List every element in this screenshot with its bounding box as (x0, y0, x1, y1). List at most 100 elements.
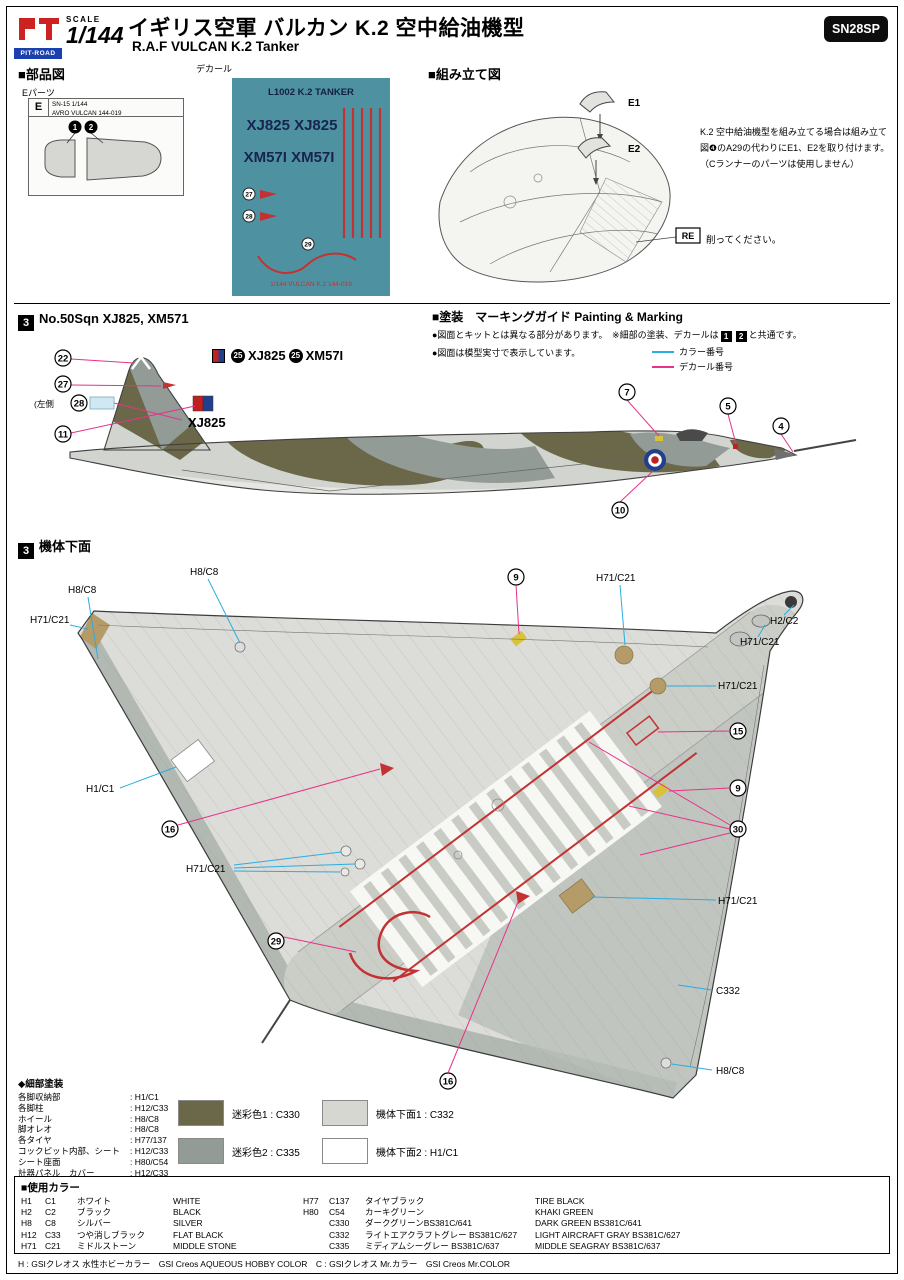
parts-heading: ■部品図 (18, 67, 65, 82)
marking-section-number: 3 (18, 315, 34, 331)
jet-pipe-1 (729, 631, 751, 647)
callout-9b: 9 (735, 784, 740, 795)
scale-block: SCALE 1/144 (66, 15, 124, 47)
painting-heading: ■塗装 マーキングガイド Painting & Marking (432, 310, 683, 324)
painting-note-2: ●図面は模型実寸で表示しています。 (432, 348, 581, 358)
label-h2c2: H2/C2 (770, 616, 799, 627)
callout-22: 22 (58, 354, 69, 365)
serial-label-b: XM57I (305, 348, 344, 363)
part-callout-2: 2 (89, 123, 94, 132)
tan-detail-1 (614, 645, 634, 665)
sprue-parts-drawing: 1 2 (44, 120, 162, 181)
underside-labels: H8/C8 H8/C8 H71/C21 9 H71/C21 H2/C2 H71/… (30, 567, 799, 1090)
red-triangle-marking-2 (516, 891, 530, 904)
label-h71c21-e: H71/C21 (718, 896, 758, 907)
left-side-label: (左側 (34, 399, 54, 409)
section-divider (14, 303, 890, 304)
assembly-drawing: E1 E2 RE (438, 91, 701, 283)
detail-paint-row: ホイール: H8/C8 (18, 1113, 159, 1124)
red-stencil-box (625, 715, 660, 747)
label-h71c21-a: H71/C21 (30, 615, 70, 626)
detail-paint-row: 各脚収納部: H1/C1 (18, 1092, 159, 1102)
detail-paint-row: 脚オレオ: H8/C8 (18, 1124, 159, 1135)
common-decal-badge-2: 2 (735, 331, 747, 342)
decal-sheet-title: L1002 K.2 TANKER (268, 87, 354, 98)
part-callout-1: 1 (73, 123, 78, 132)
walkway-stripe-band (338, 685, 698, 988)
part-label-e2: E2 (628, 144, 641, 155)
camo-legend-item-3: 迷彩色2 : C335 (178, 1138, 300, 1164)
underside-section-number: 3 (18, 543, 34, 559)
camo-legend-item-4: 機体下面2 : H1/C1 (322, 1138, 458, 1164)
yellow-marking-1 (510, 630, 527, 647)
tan-wingtip (80, 613, 110, 649)
nose-radome (774, 448, 796, 460)
detail-paint-row: シート座面: H80/C54 (18, 1156, 169, 1167)
part-e1-drawing (579, 91, 616, 113)
label-h8c8-c: H8/C8 (716, 1066, 745, 1077)
detail-paint-row: 各脚柱: H12/C33 (18, 1102, 169, 1113)
part-e2-drawing (577, 137, 612, 159)
detail-paint-heading: ◆細部塗装 (18, 1079, 64, 1090)
label-h1c1: H1/C1 (86, 784, 115, 795)
callout-11: 11 (58, 430, 69, 441)
decal-sheet-footer: 1/144 VULCAN K.2 144-019 (270, 281, 352, 288)
spine-yellow-marking (655, 436, 663, 441)
tan-detail-3 (558, 878, 596, 914)
page-title-en: R.A.F VULCAN K.2 Tanker (132, 39, 300, 54)
delta-wing-outline (77, 590, 804, 1099)
color-table-heading: ■使用カラー (21, 1182, 80, 1194)
decal-sample-icon (212, 348, 225, 363)
decal-red-arrow-1 (260, 190, 277, 199)
camo-legend-item-2: 機体下面1 : C332 (322, 1100, 454, 1126)
assembly-heading: ■組み立て図 (428, 67, 501, 82)
swatch-c332 (322, 1100, 368, 1126)
label-h8c8-a: H8/C8 (190, 567, 219, 578)
part-nose-half-2 (86, 137, 162, 181)
decal-serial-a: XJ825 XJ825 (247, 117, 338, 134)
fin-red-arrow-decal (163, 382, 176, 389)
callout-10: 10 (615, 506, 626, 517)
detail-paint-row: 計器パネル カバー: H12/C33 (18, 1167, 169, 1178)
page-title-jp: イギリス空軍 バルカン K.2 空中給油機型 (128, 17, 525, 40)
detail-paint-row: コックピット内部、シート: H12/C33 (18, 1145, 169, 1156)
underside-plan-drawing: H8/C8 H8/C8 H71/C21 9 H71/C21 H2/C2 H71/… (30, 567, 804, 1099)
decal-sheet: L1002 K.2 TANKER XJ825 XJ825 XM57I XM57I… (232, 78, 390, 296)
label-h71c21-f: H71/C21 (186, 864, 226, 875)
scale-value: 1/144 (66, 22, 124, 48)
callout-5: 5 (725, 402, 731, 413)
side-view-callouts: 22 27 (左側 28 11 7 5 4 10 (34, 349, 794, 519)
decal-callout-27: 27 (245, 192, 253, 199)
sprue-code: SN-15 1/144 (52, 101, 88, 108)
light-blue-swatch (89, 396, 115, 410)
color-table-footnote: H : GSIクレオス 水性ホビーカラー GSI Creos AQUEOUS H… (18, 1259, 510, 1269)
brand-name: PIT-ROAD (14, 48, 62, 59)
decal-red-stripes (342, 108, 382, 238)
callout-4: 4 (778, 422, 784, 433)
serial-label-a: XJ825 (248, 348, 286, 363)
decal-callout-29: 29 (304, 242, 312, 249)
decal-serial-b: XM57I XM57I (244, 149, 335, 166)
nose-probe (261, 999, 291, 1044)
red-hose-marking (348, 911, 431, 980)
tan-detail-2 (649, 677, 667, 695)
part-nose-half-1 (44, 139, 76, 178)
callout-7: 7 (624, 388, 629, 399)
nose-red-marking (733, 444, 738, 449)
label-h71c21-c: H71/C21 (740, 637, 780, 648)
label-c332: C332 (716, 986, 740, 997)
refueling-probe (793, 439, 857, 452)
product-code-badge: SN28SP (824, 16, 888, 42)
tail-fin-outline (103, 357, 212, 451)
common-decal-badge-1: 1 (720, 331, 732, 342)
